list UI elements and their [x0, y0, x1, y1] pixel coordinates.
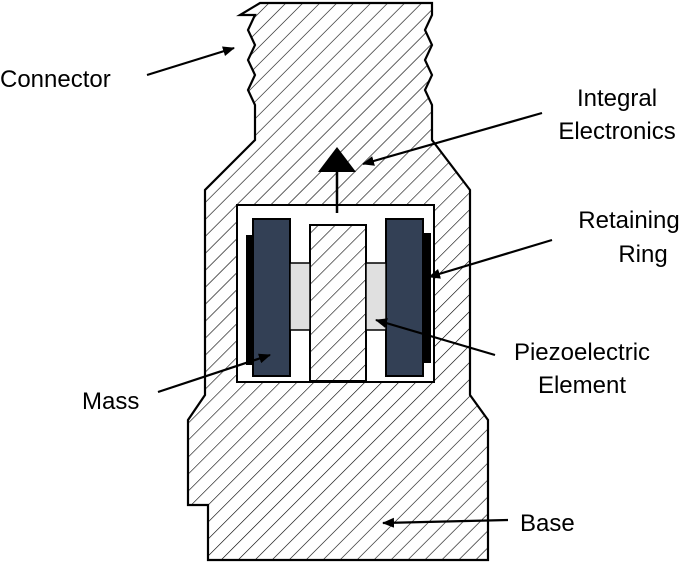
mass-label: Mass: [82, 388, 139, 415]
retaining-ring-label-line2: Ring: [618, 241, 667, 268]
integral-electronics-label-line1: Integral: [577, 85, 657, 112]
mass-right: [385, 218, 424, 377]
piezo-element-left: [289, 262, 311, 331]
mass-left: [252, 218, 291, 377]
base-leader-arrow: [382, 517, 509, 528]
integral-electronics-label-line2: Electronics: [558, 118, 675, 145]
retaining-ring-label-line1: Retaining: [578, 207, 679, 234]
retaining-ring-right: [423, 233, 431, 363]
piezoelectric-element-label-line1: Piezoelectric: [514, 339, 650, 366]
retaining-ring-leader-arrow: [428, 238, 553, 279]
piezo-element-right: [365, 262, 387, 331]
connector-label: Connector: [0, 66, 111, 93]
piezoelectric-leader-arrow: [375, 318, 496, 357]
piezoelectric-element-label-line2: Element: [538, 372, 626, 399]
base-label: Base: [520, 510, 575, 537]
retaining-ring-left: [246, 235, 253, 365]
center-post: [309, 224, 367, 382]
signal-arrowhead-icon: [318, 147, 356, 172]
connector-leader-arrow: [146, 46, 235, 77]
mass-leader-arrow: [157, 353, 271, 394]
integral-electronics-leader-arrow: [362, 111, 543, 166]
